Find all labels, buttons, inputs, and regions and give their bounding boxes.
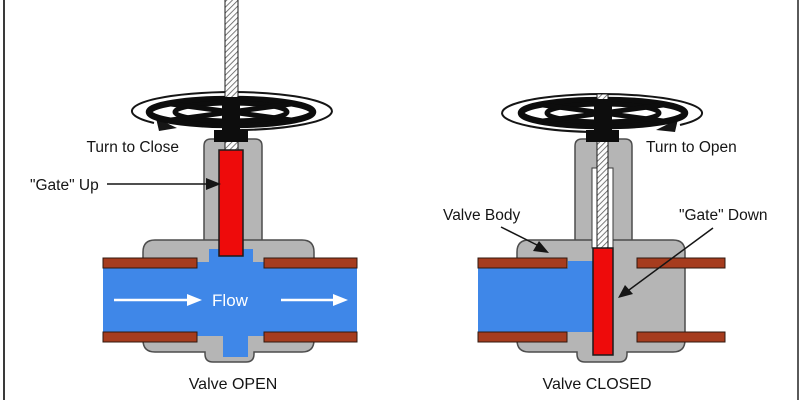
right-valve-body-label: Valve Body bbox=[443, 207, 521, 224]
left-pipe-wall-top-right bbox=[263, 257, 358, 269]
left-pipe-wall-bottom-right bbox=[263, 331, 358, 343]
right-valve-body-pointer-head bbox=[533, 241, 549, 253]
right-water-upstream bbox=[478, 261, 593, 332]
right-gate-pointer-line bbox=[628, 227, 714, 291]
right-rotation-arrow bbox=[501, 93, 704, 134]
right-valve-body-pointer-line bbox=[500, 226, 540, 247]
frame-edge-right bbox=[797, 0, 799, 400]
left-rotation-arrow bbox=[130, 91, 333, 132]
left-flow-label: Flow bbox=[212, 291, 249, 310]
left-turn-label: Turn to Close bbox=[87, 139, 179, 156]
right-turn-label: Turn to Open bbox=[646, 139, 737, 156]
left-gate-label: "Gate" Up bbox=[30, 177, 99, 194]
right-pipe-wall-bottom-left bbox=[477, 331, 568, 343]
left-pipe-wall-top-left bbox=[102, 257, 198, 269]
left-flow-arrowhead-downstream bbox=[333, 294, 348, 306]
left-wheel-hub bbox=[222, 97, 240, 134]
right-wheel-hub bbox=[594, 99, 612, 134]
left-flow-arrowhead-upstream bbox=[187, 294, 202, 306]
frame-edge-left bbox=[3, 0, 5, 400]
left-caption: Valve OPEN bbox=[189, 376, 278, 393]
left-valve-diagram: Flow Turn to Close "Gate" Up Valve OPEN bbox=[30, 0, 358, 393]
right-pipe-wall-top-right bbox=[636, 257, 726, 269]
right-pipe-wall-bottom-right bbox=[636, 331, 726, 343]
right-gate-pointer-head bbox=[618, 285, 633, 298]
right-gate bbox=[592, 247, 614, 356]
right-pipe-wall-top-left bbox=[477, 257, 568, 269]
left-packing-nut bbox=[214, 130, 248, 142]
left-pipe-wall-bottom-left bbox=[102, 331, 198, 343]
left-gate-pointer-head bbox=[206, 178, 221, 190]
right-gate-label: "Gate" Down bbox=[679, 207, 768, 224]
right-caption: Valve CLOSED bbox=[542, 376, 651, 393]
left-water-flow-path bbox=[103, 249, 357, 357]
left-gate bbox=[218, 149, 244, 257]
right-valve-diagram: Turn to Open Valve Body "Gate" Down Valv… bbox=[443, 93, 768, 393]
right-packing-nut bbox=[586, 130, 619, 142]
